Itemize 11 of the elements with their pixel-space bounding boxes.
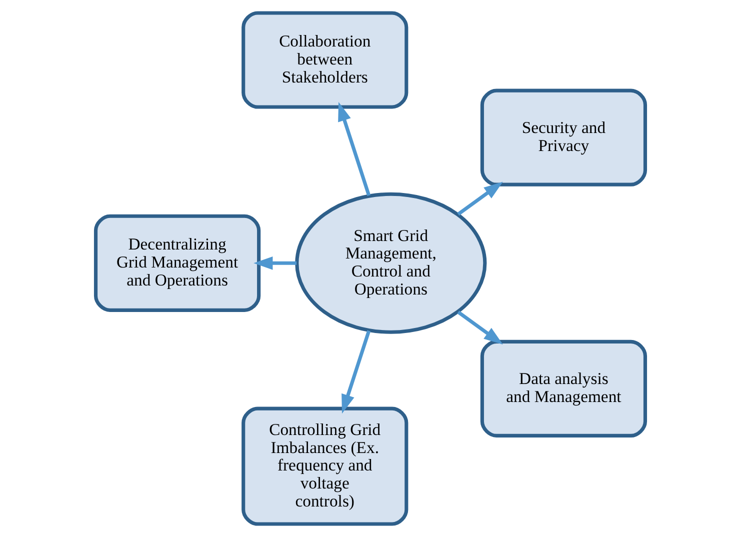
- arrow: [457, 310, 503, 345]
- node-box: Decentralizing Grid Management and Operations: [94, 214, 261, 312]
- arrow: [457, 182, 503, 216]
- arrow: [254, 256, 297, 270]
- node-box: Data analysis and Management: [480, 340, 648, 438]
- node-box: Collaboration between Stakeholders: [242, 11, 408, 109]
- node-ellipse: Smart Grid Management, Control and Operations: [295, 192, 487, 334]
- arrow: [342, 330, 371, 414]
- node-box: Security and Privacy: [480, 88, 648, 186]
- arrow: [338, 102, 371, 196]
- node-box: Controlling Grid Imbalances (Ex. frequency and voltage controls): [242, 406, 408, 526]
